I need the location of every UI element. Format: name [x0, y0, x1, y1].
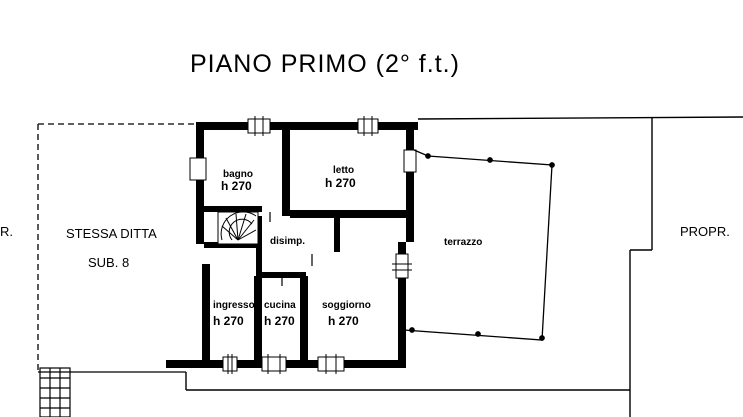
right-neighbor-label: PROPR.	[680, 224, 730, 239]
terrace-outline	[403, 149, 555, 341]
spiral-staircase	[217, 211, 259, 245]
plan-title: PIANO PRIMO (2° f.t.)	[190, 50, 460, 78]
room-cucina-name: cucina	[264, 300, 296, 311]
room-cucina-height: h 270	[264, 314, 295, 328]
room-disimp-name: disimp.	[270, 236, 305, 247]
owner-line-2: SUB. 8	[88, 255, 129, 270]
door-marks	[269, 212, 313, 286]
room-ingresso-name: ingresso	[213, 300, 255, 311]
owner-line-1: STESSA DITTA	[66, 226, 157, 241]
room-soggiorno-height: h 270	[328, 314, 359, 328]
room-ingresso-height: h 270	[213, 314, 244, 328]
room-terrazzo-name: terrazzo	[444, 237, 482, 248]
window-ticks	[227, 116, 412, 374]
room-letto-name: letto	[333, 165, 354, 176]
room-letto-height: h 270	[325, 176, 356, 190]
dashed-boundary	[37, 123, 200, 373]
room-soggiorno-name: soggiorno	[322, 300, 371, 311]
external-stair	[39, 367, 71, 417]
room-bagno-name: bagno	[223, 169, 253, 180]
left-neighbor-label: R.	[0, 224, 13, 239]
right-boundary	[185, 116, 743, 417]
room-bagno-height: h 270	[221, 179, 252, 193]
